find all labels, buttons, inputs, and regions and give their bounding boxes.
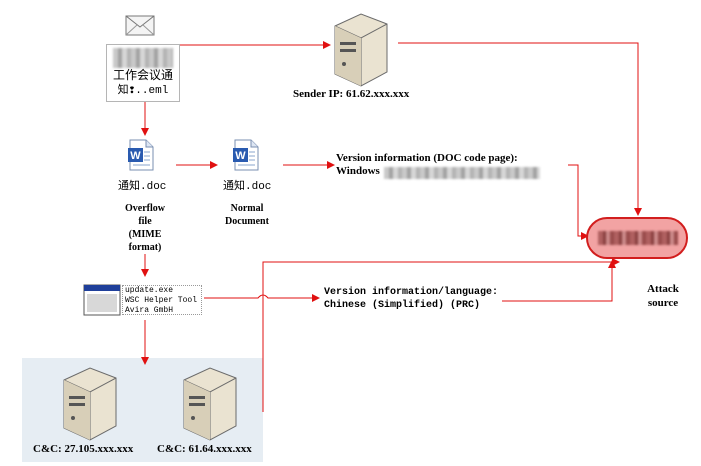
attack-source-node — [586, 217, 688, 259]
version-doc-line1: Version information (DOC code page): — [336, 152, 518, 164]
update-exe-line: update.exe — [125, 286, 174, 295]
cnc-label-1: C&C: 27.105.xxx.xxx — [33, 443, 134, 455]
attack-label-line: Attack — [647, 283, 679, 295]
attack-label-line: source — [647, 297, 679, 309]
redacted-block — [113, 48, 173, 68]
svg-text:W: W — [130, 150, 141, 162]
arrow-update-to-lang — [204, 294, 320, 302]
email-filename-line2: 知❢..eml — [117, 85, 169, 97]
normal-caption-line: Document — [225, 216, 269, 227]
application-window-icon — [83, 284, 121, 316]
normal-doc-filename: 通知.doc — [223, 181, 272, 193]
overflow-caption-line: file — [138, 216, 152, 227]
overflow-caption-line: format) — [128, 242, 162, 253]
overflow-doc-filename: 通知.doc — [118, 181, 167, 193]
redacted-block — [384, 167, 540, 179]
update-exe-info: update.exe WSC Helper Tool Avira GmbH — [122, 285, 202, 315]
arrow-lang-to-attack — [502, 260, 616, 302]
overflow-caption: Overflow file (MIME format) — [110, 202, 180, 254]
email-file-node: 工作会议通 知❢..eml — [106, 44, 180, 102]
svg-text:W: W — [235, 150, 246, 162]
normal-caption: Normal Document — [212, 202, 282, 228]
arrow-sender-to-attack — [398, 42, 642, 216]
update-exe-line: Avira GmbH — [125, 306, 174, 315]
overflow-caption-line: Overflow — [125, 203, 165, 214]
sender-ip-label: Sender IP: 61.62.xxx.xxx — [293, 88, 410, 100]
update-exe-line: WSC Helper Tool — [125, 296, 198, 305]
normal-caption-line: Normal — [230, 203, 264, 214]
server-icon — [334, 13, 388, 87]
email-filename-line1: 工作会议通 — [112, 69, 173, 83]
envelope-icon — [125, 15, 155, 36]
version-lang-line2: Chinese (Simplified) (PRC) — [324, 300, 481, 311]
version-doc-line2: Windows — [336, 165, 380, 177]
arrow-version-to-attack — [568, 164, 589, 240]
redacted-block — [598, 231, 678, 245]
overflow-caption-line: (MIME — [128, 229, 162, 240]
version-lang-line1: Version information/language: — [324, 287, 499, 298]
cnc-label-2: C&C: 61.64.xxx.xxx — [157, 443, 252, 455]
server-icon — [63, 367, 117, 441]
attack-source-label: Attack source — [638, 282, 688, 310]
word-document-icon: W — [128, 139, 154, 171]
server-icon — [183, 367, 237, 441]
arrow-cnc-to-attack — [262, 258, 620, 412]
word-document-icon: W — [233, 139, 259, 171]
